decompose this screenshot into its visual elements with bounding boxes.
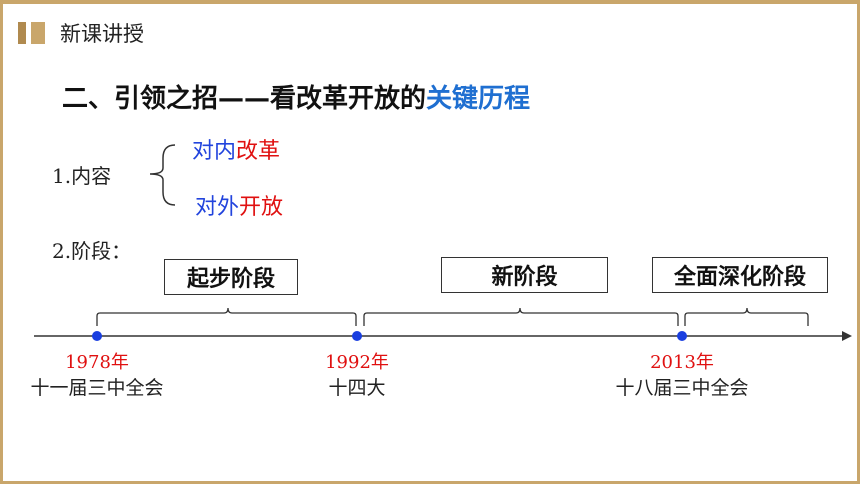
content-item-reform-red: 改革: [236, 139, 281, 164]
stage-bracket-initial: [96, 307, 357, 326]
stage-box-new: 新阶段: [441, 257, 608, 293]
timeline-year-1978: 1978年: [65, 352, 129, 373]
stage-box-deepening: 全面深化阶段: [652, 257, 828, 293]
timeline-dot-1992: [352, 331, 362, 341]
stages-label: 2.阶段：: [52, 239, 132, 263]
stage-bracket-deepening: [684, 307, 809, 326]
section-title: 新课讲授: [60, 22, 144, 46]
stage-bracket-new: [363, 307, 679, 326]
timeline-arrow-icon: [842, 331, 852, 341]
timeline-event-2013: 十八届三中全会: [615, 377, 749, 399]
content-label: 1.内容: [52, 164, 112, 188]
timeline-dot-1978: [92, 331, 102, 341]
content-item-reform-blue: 对内: [192, 139, 237, 164]
content-item-reform: 对内改革: [192, 133, 280, 165]
heading-highlight: 关键历程: [426, 84, 531, 114]
section-marker-bar: [18, 22, 26, 44]
timeline-year-1992: 1992年: [325, 352, 389, 373]
timeline-dot-2013: [677, 331, 687, 341]
section-marker-bar: [31, 22, 45, 44]
timeline-event-1978: 十一届三中全会: [30, 377, 164, 399]
content-item-opening: 对外开放: [195, 189, 283, 221]
timeline-year-2013: 2013年: [650, 352, 714, 373]
content-item-opening-blue: 对外: [195, 195, 240, 220]
content-item-opening-red: 开放: [239, 195, 284, 220]
stage-box-initial: 起步阶段: [164, 259, 298, 295]
timeline-event-1992: 十四大: [328, 377, 386, 399]
slide-heading: 二、引领之招——看改革开放的关键历程: [62, 78, 530, 115]
heading-main: 二、引领之招——看改革开放的: [62, 84, 427, 114]
